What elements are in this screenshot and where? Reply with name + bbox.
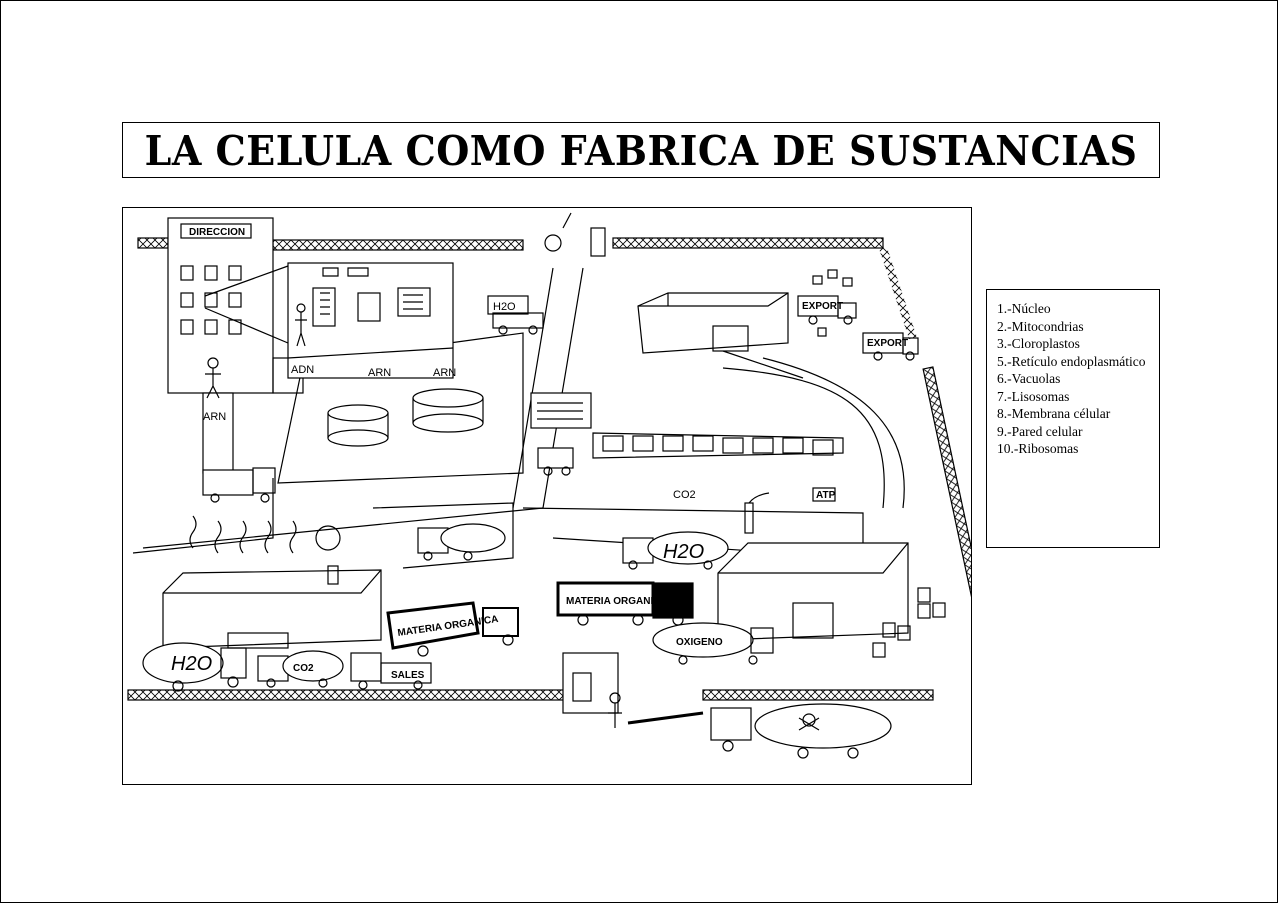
direccion-label: DIRECCION xyxy=(189,227,245,238)
export-warehouse xyxy=(637,292,804,379)
fence-right xyxy=(922,366,971,664)
legend-item-nucleo: 1.-Núcleo xyxy=(997,301,1051,316)
legend-box: 1.-Núcleo 2.-Mitocondrias 3.-Cloroplasto… xyxy=(986,289,1160,548)
direction-path xyxy=(202,392,234,474)
assembly-line: ATP CO2 xyxy=(530,392,844,502)
legend-item-mitocondrias: 2.-Mitocondrias xyxy=(997,318,1084,334)
fence-bottom-left xyxy=(127,689,609,701)
arn-label-3: ARN xyxy=(433,367,456,379)
legend-item-cloroplastos: 3.-Cloroplastos xyxy=(997,336,1080,351)
mitochondria-building xyxy=(717,492,909,641)
chloroplast-factory xyxy=(162,515,382,649)
vacuole-tank-1 xyxy=(327,404,389,447)
direction-building: DIRECCION xyxy=(167,217,304,394)
atp-label: ATP xyxy=(816,490,836,501)
legend-item-vacuolas: 6.-Vacuolas xyxy=(997,371,1061,386)
materia-organica-label-2: MATERIA ORGANICA xyxy=(566,596,668,607)
water-tanker-bottom: H2O xyxy=(142,642,247,692)
page-title: LA CELULA COMO FABRICA DE SUSTANCIAS xyxy=(144,125,1138,175)
water-truck-top: H2O xyxy=(487,295,544,335)
h2o-label-2: H2O xyxy=(663,541,704,563)
atp-drums xyxy=(872,587,946,658)
tanker-middle xyxy=(417,523,506,561)
nucleus-inset: ADN ARN ARN xyxy=(287,262,456,379)
factory-illustration: DIRECCION ARN ADN ARN ARN xyxy=(122,207,972,785)
h2o-label-3: H2O xyxy=(171,653,212,675)
legend-item-membrana: 8.-Membrana célular xyxy=(997,406,1111,421)
h2o-label-1: H2O xyxy=(493,301,516,313)
roads xyxy=(132,267,905,569)
legend-item-pared: 9.-Pared celular xyxy=(997,423,1083,439)
co2-label-1: CO2 xyxy=(673,489,696,501)
toxic-waste-tanker xyxy=(710,703,892,759)
zoom-cone xyxy=(204,265,289,344)
sales-label: SALES xyxy=(391,670,425,681)
export-truck-1: EXPORT xyxy=(797,295,857,325)
ball-truck-left xyxy=(202,467,276,503)
boxes xyxy=(812,269,853,337)
fence-right-upper xyxy=(879,246,917,340)
guard-booth-top xyxy=(544,212,606,257)
co2-label-2: CO2 xyxy=(293,663,314,674)
organic-matter-truck-2: MATERIA ORGANICA xyxy=(556,581,694,626)
oxigeno-label: OXIGENO xyxy=(676,637,723,648)
vacuole-tank-2 xyxy=(412,388,484,433)
arn-label-2: ARN xyxy=(368,367,391,379)
adn-label: ADN xyxy=(291,364,314,376)
factory-drawing: DIRECCION ARN ADN ARN ARN xyxy=(127,212,971,759)
export-label-1: EXPORT xyxy=(802,301,843,312)
salt-truck: SALES xyxy=(350,652,432,690)
gate-booth xyxy=(562,652,704,728)
organic-matter-truck-1: MATERIA ORGANICA xyxy=(386,601,519,657)
co2-truck: CO2 xyxy=(257,650,344,688)
arn-label-1: ARN xyxy=(203,411,226,423)
water-truck-right: H2O xyxy=(622,531,729,570)
title-box: LA CELULA COMO FABRICA DE SUSTANCIAS xyxy=(122,122,1160,178)
fence-bottom-right xyxy=(702,689,934,701)
worker-figure xyxy=(205,357,221,399)
legend-item-ribosomas: 10.-Ribosomas xyxy=(997,441,1079,456)
export-label-2: EXPORT xyxy=(867,338,908,349)
legend-item-reticulo: 5.-Retículo endoplasmático xyxy=(997,353,1146,369)
export-truck-2: EXPORT xyxy=(862,332,919,361)
legend-item-lisosomas: 7.-Lisosomas xyxy=(997,388,1070,404)
oxygen-tanker: OXIGENO xyxy=(652,622,774,665)
fence-top-right xyxy=(612,237,884,249)
